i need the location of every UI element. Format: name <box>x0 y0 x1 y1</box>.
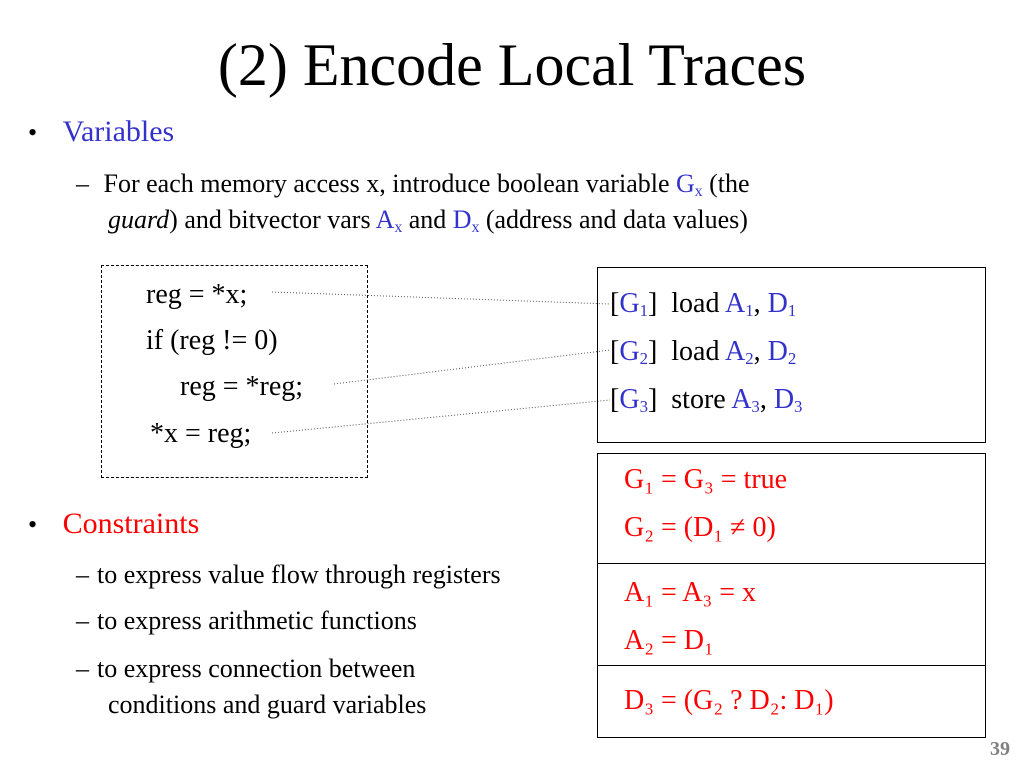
variables-text-1b: (the <box>702 169 750 198</box>
variables-heading: Variables <box>62 115 175 148</box>
code-line-2: if (reg != 0) <box>146 325 278 356</box>
equation-data-1: D₃ = (G₂ ? D₂: D₁) <box>624 685 834 716</box>
constraints-item-3-cont: conditions and guard variables <box>108 690 427 719</box>
variables-text-1: For each memory access x, introduce bool… <box>103 169 676 198</box>
data-var-d: Dx <box>452 205 480 236</box>
variables-subitem-line2: guard) and bitvector vars Ax and Dx (add… <box>108 205 748 236</box>
bullet-marker: • <box>28 118 38 147</box>
bullet-marker: • <box>28 510 38 539</box>
trace-row-1: [G1] load A1, D1 <box>610 288 797 321</box>
trace-row-2: [G2] load A2, D2 <box>610 336 797 369</box>
equation-guard-1: G₁ = G₃ = true <box>624 464 788 495</box>
constraints-heading: Constraints <box>62 507 200 540</box>
data-constraints-box <box>597 665 986 738</box>
page-number: 39 <box>990 738 1010 760</box>
constraints-item-2: –to express arithmetic functions <box>76 606 417 635</box>
constraints-item-3: –to express connection between <box>76 654 416 683</box>
bullet-constraints: • Constraints <box>28 506 199 543</box>
variables-subitem-line1: – For each memory access x, introduce bo… <box>76 166 750 202</box>
equation-address-1: A₁ = A₃ = x <box>624 577 757 608</box>
connector-line-3 <box>271 399 611 434</box>
addr-var-a: Ax <box>375 205 403 236</box>
dash-marker: – <box>76 169 89 198</box>
code-line-4: *x = reg; <box>150 418 252 449</box>
equation-address-2: A₂ = D₁ <box>624 625 714 656</box>
constraints-item-1: –to express value flow through registers <box>76 560 501 589</box>
trace-row-3: [G3] store A3, D3 <box>610 384 803 417</box>
connector-line-2 <box>333 349 611 385</box>
code-box <box>101 265 368 478</box>
code-line-1: reg = *x; <box>146 279 248 310</box>
slide-title: (2) Encode Local Traces <box>217 32 807 98</box>
connector-line-1 <box>271 291 611 305</box>
guard-word: guard <box>108 205 170 234</box>
code-line-3: reg = *reg; <box>180 371 304 402</box>
trace-box <box>597 267 986 443</box>
equation-guard-2: G₂ = (D₁ ≠ 0) <box>624 512 776 543</box>
guard-var-g: Gx <box>676 169 703 200</box>
bullet-variables: • Variables <box>28 114 174 151</box>
